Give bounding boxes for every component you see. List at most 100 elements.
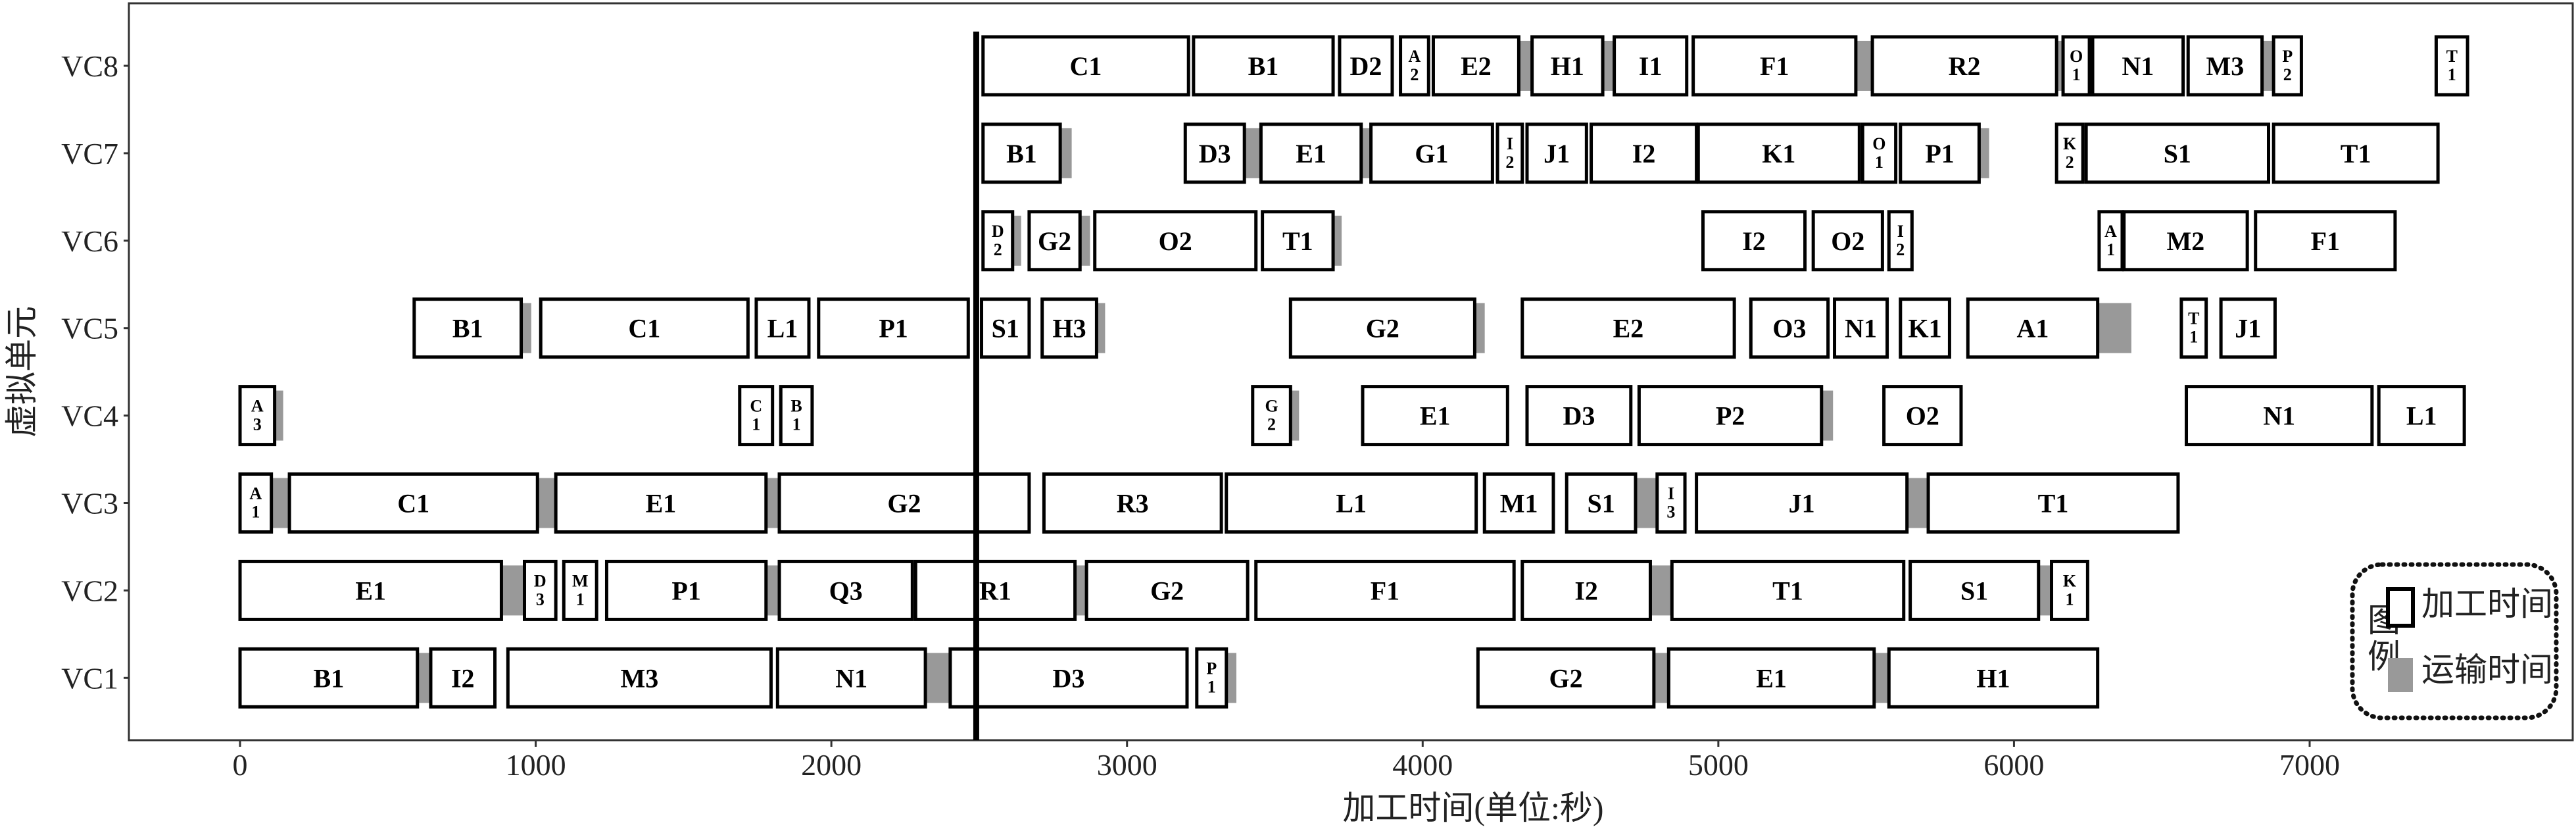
processing-bar [775,647,927,709]
processing-bar [238,472,274,534]
task-label: G2 [1150,576,1184,605]
task-label: G2 [1549,663,1583,693]
processing-bar [1590,122,1699,184]
task-label: I1 [1639,51,1663,81]
processing-bar [1027,210,1082,272]
task-label: F1 [1371,576,1399,605]
processing-bar [287,472,539,534]
transport-bar [1060,128,1072,178]
processing-bar [1811,210,1884,272]
task-label: N1 [2263,401,2295,431]
transport-bar [1080,215,1090,266]
processing-bar [2050,559,2089,621]
processing-bar [2097,210,2124,272]
processing-bar [777,472,1031,534]
processing-bar [1476,647,1656,709]
task-label: E1 [646,489,677,518]
task-label: O2 [1831,226,1864,256]
legend-transport-label: 运输时间 [2421,651,2553,688]
processing-bar [1613,35,1689,97]
transport-bar [1650,565,1674,616]
processing-bar [981,210,1015,272]
y-axis-title: 虚拟单元 [3,306,40,438]
task-label: L1 [1336,489,1367,518]
task-label: L1 [767,314,798,343]
processing-bar [1870,35,2058,97]
transport-bar [1635,478,1656,528]
task-label: D3 [1199,139,1231,168]
task-label: O3 [1772,314,1806,343]
task-label: J1 [1789,489,1815,518]
processing-bar [1749,297,1830,359]
task-label: C1 [397,489,429,518]
task-label: R1 [979,576,1011,605]
task-label: T1 [1772,576,1803,605]
task-label: S1 [2164,139,2191,168]
transport-bar [1244,128,1262,178]
task-label: T1 [2038,489,2069,518]
task-label: P2 [1716,401,1745,431]
processing-bar [2179,297,2208,359]
processing-bar [1225,472,1478,534]
y-tick-label: VC2 [61,574,118,607]
legend-processing-label: 加工时间 [2421,586,2553,622]
processing-bar [1093,210,1258,272]
processing-bar [604,559,768,621]
processing-bar [1261,210,1335,272]
task-label: I2 [1742,226,1766,256]
task-label: J1 [2235,314,2261,343]
x-axis-title: 加工时间(单位:秒) [1342,790,1603,826]
y-tick-label: VC5 [61,312,118,345]
transport-bar [274,390,283,441]
processing-bar [2091,35,2185,97]
transport-bar [1474,303,1485,353]
task-label: F1 [2311,226,2340,256]
processing-bar [238,559,503,621]
y-tick-label: VC6 [61,224,118,258]
processing-bar [817,297,970,359]
processing-bar [1482,472,1555,534]
transport-bar [1907,478,1931,528]
task-label: A1 [2017,314,2049,343]
processing-bar [1042,472,1223,534]
task-label: E1 [1296,139,1326,168]
processing-bar [1525,122,1588,184]
processing-bar [1338,35,1394,97]
processing-bar [754,297,811,359]
processing-bar [1860,122,1898,184]
x-tick-label: 6000 [1983,748,2044,782]
processing-bar [2272,122,2440,184]
processing-bar [980,297,1031,359]
processing-bar [1695,472,1909,534]
legend-processing-swatch [2386,587,2415,628]
task-label: G1 [1415,139,1448,168]
x-tick-label: 4000 [1392,748,1453,782]
processing-bar [1908,559,2041,621]
processing-bar [1259,122,1363,184]
task-label: M3 [2206,51,2245,81]
processing-bar [1691,35,1858,97]
processing-bar [1288,297,1476,359]
processing-bar [2219,297,2277,359]
task-label: E2 [1613,314,1644,343]
y-tick-label: VC8 [61,49,118,83]
processing-bar [779,385,814,447]
y-tick-label: VC7 [61,137,118,170]
processing-bar [562,559,598,621]
x-tick-label: 5000 [1688,748,1749,782]
